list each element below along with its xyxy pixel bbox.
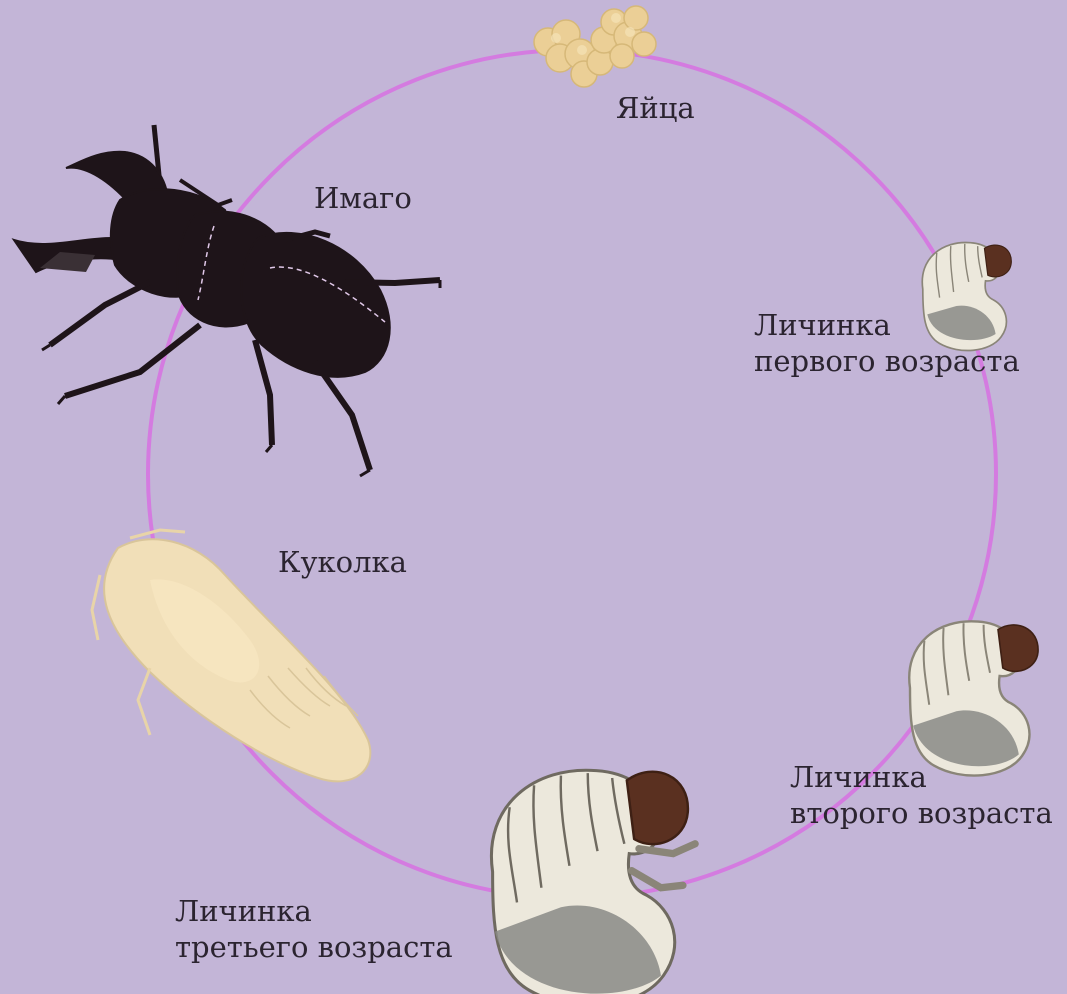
larva2-label-line1: Личинка	[790, 760, 927, 794]
larva3-label-line1: Личинка	[175, 894, 312, 928]
eggs-label: Яйца	[616, 91, 695, 125]
pupa-label: Куколка	[278, 545, 407, 579]
larva3-label-line2: третьего возраста	[175, 930, 453, 964]
larva2-label-line2: второго возраста	[790, 796, 1053, 830]
larva1-label-line2: первого возраста	[754, 344, 1020, 378]
imago-label: Имаго	[314, 181, 412, 215]
larva1-label-line1: Личинка	[754, 308, 891, 342]
